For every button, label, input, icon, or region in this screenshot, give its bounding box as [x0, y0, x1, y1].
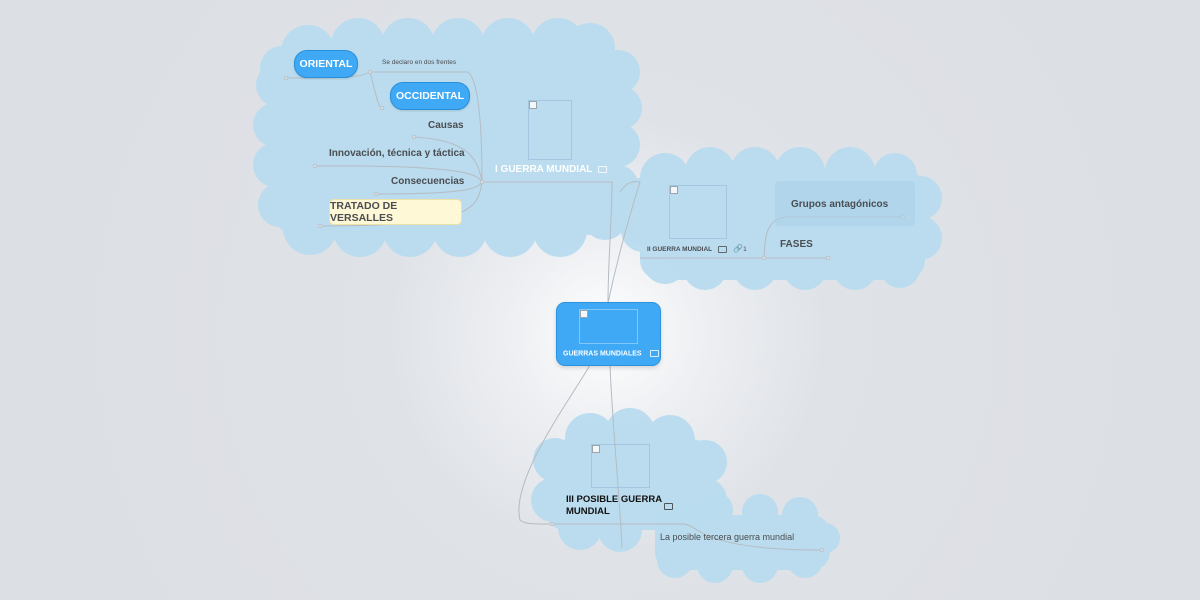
note-icon[interactable]	[649, 350, 659, 357]
versalles-node[interactable]: TRATADO DE VERSALLES	[329, 199, 462, 225]
central-title-row: GUERRAS MUNDIALES	[563, 350, 659, 357]
cloud-war3-child	[655, 492, 840, 583]
war1-title: I GUERRA MUNDIAL	[495, 164, 593, 175]
oriental-node[interactable]: ORIENTAL	[294, 50, 358, 78]
war2-image	[669, 185, 727, 239]
note-icon[interactable]	[598, 165, 608, 173]
occidental-node[interactable]: OCCIDENTAL	[390, 82, 470, 110]
war2-link-count: 1	[743, 246, 747, 253]
note-icon[interactable]	[664, 503, 673, 510]
war2-title-node[interactable]: II GUERRA MUNDIAL 🔗1	[647, 244, 747, 253]
war3-title-line1: III POSIBLE GUERRA	[566, 494, 663, 505]
war1-title-node[interactable]: I GUERRA MUNDIAL	[495, 164, 608, 175]
posible-node[interactable]: La posible tercera guerra mundial	[660, 532, 795, 542]
war3-image	[591, 444, 650, 488]
note-icon[interactable]	[718, 245, 728, 253]
consecuencias-node[interactable]: Consecuencias	[391, 176, 465, 187]
grupos-boundary	[775, 181, 915, 226]
war1-image	[528, 100, 572, 160]
fases-node[interactable]: FASES	[780, 239, 813, 250]
central-title: GUERRAS MUNDIALES	[563, 350, 642, 358]
war3-title-node[interactable]: III POSIBLE GUERRA MUNDIAL	[566, 494, 662, 518]
central-image	[579, 309, 638, 344]
central-topic[interactable]: GUERRAS MUNDIALES	[556, 302, 661, 366]
connectors	[285, 71, 903, 551]
grupos-node[interactable]: Grupos antagónicos	[791, 199, 889, 210]
innovacion-node[interactable]: Innovación, técnica y táctica	[329, 148, 465, 159]
cloud-war1	[253, 18, 642, 257]
frentes-label[interactable]: Se declaro en dos frentes	[382, 59, 457, 66]
war3-title-line2: MUNDIAL	[566, 506, 610, 517]
war2-title: II GUERRA MUNDIAL	[647, 246, 713, 253]
causas-node[interactable]: Causas	[428, 120, 464, 131]
link-icon[interactable]: 🔗	[733, 244, 744, 253]
